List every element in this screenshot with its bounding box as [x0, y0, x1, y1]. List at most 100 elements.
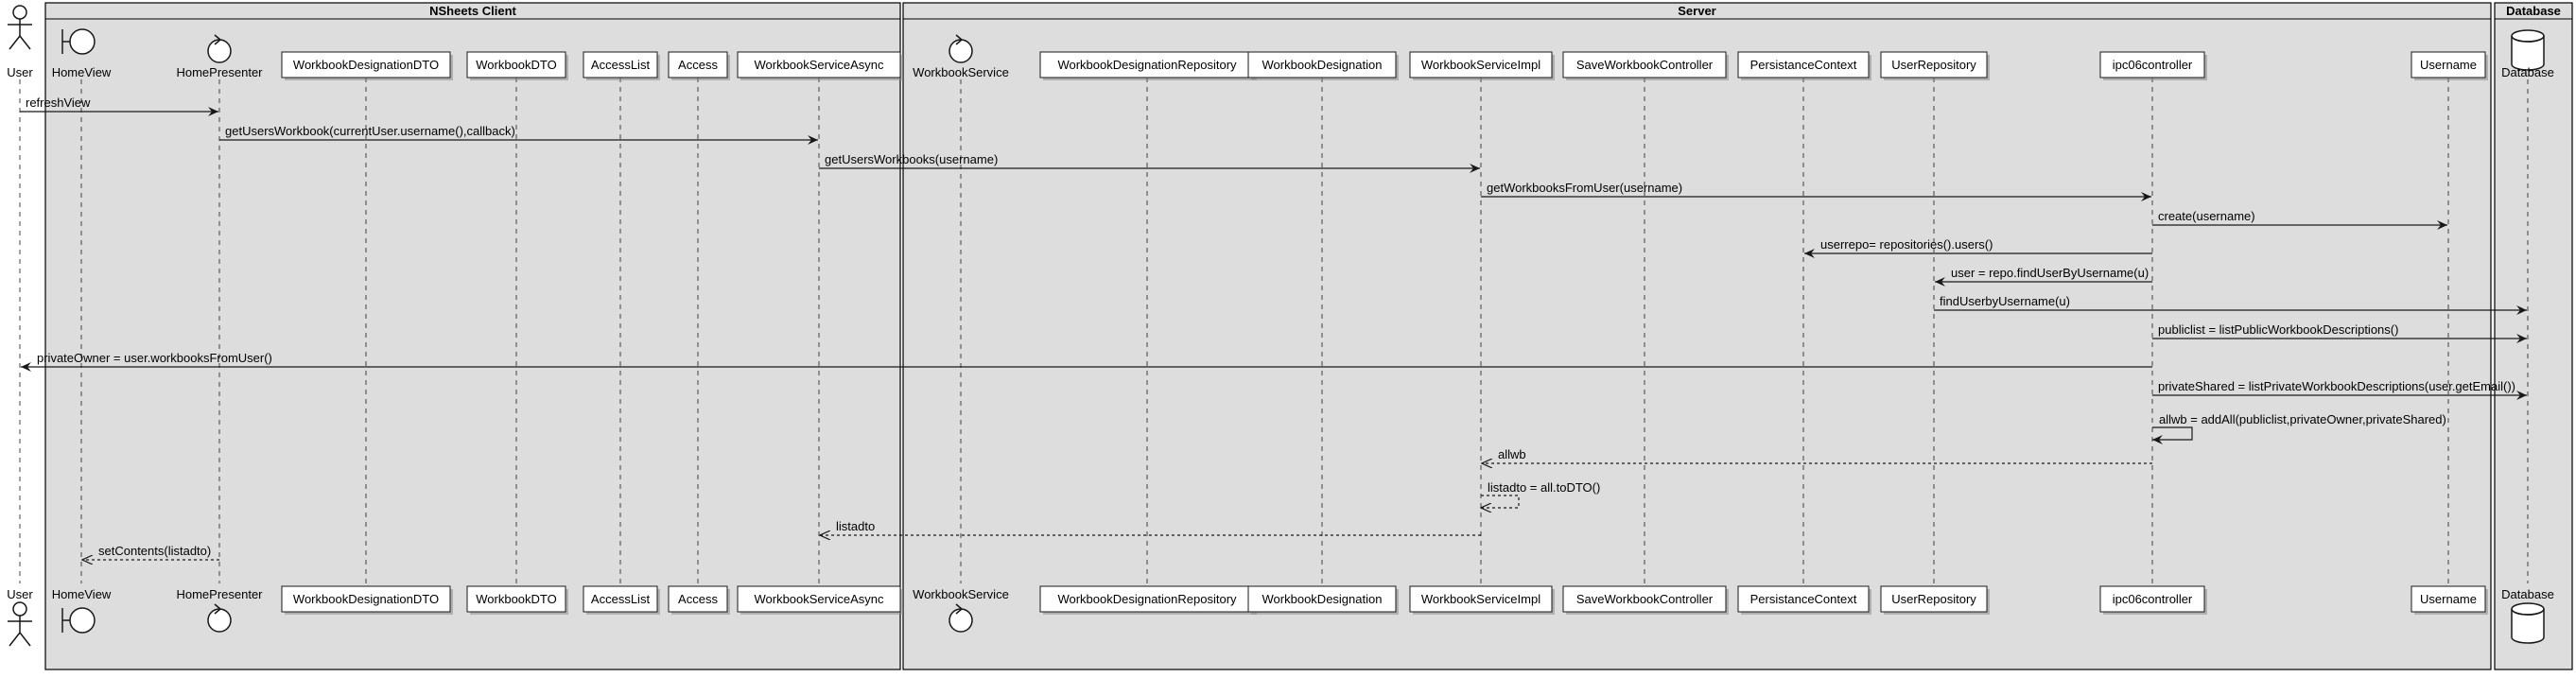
participant-user-bottom: User	[7, 587, 33, 647]
participant-label: AccessList	[591, 592, 651, 606]
message-5: create(username)	[2152, 209, 2447, 230]
participant-accesslist-bottom: AccessList	[583, 585, 660, 615]
participant-label: SaveWorkbookController	[1576, 592, 1714, 606]
participant-homepresenter-top: HomePresenter	[176, 34, 263, 79]
participant-wbdesigdto-top: WorkbookDesignationDTO	[281, 51, 453, 80]
message-8: findUserbyUsername(u)	[1934, 294, 2527, 315]
message-label: privateShared = listPrivateWorkbookDescr…	[2158, 379, 2515, 393]
participant-ipc06-bottom: ipc06controller	[2099, 585, 2207, 615]
message-label: getUsersWorkbook(currentUser.username(),…	[225, 124, 515, 138]
participant-label: WorkbookDTO	[476, 58, 557, 72]
message-label: refreshView	[26, 96, 91, 110]
participant-database-top: Database	[2501, 29, 2554, 79]
participant-label: WorkbookServiceImpl	[1421, 592, 1540, 606]
participant-label: WorkbookDesignationDTO	[293, 592, 439, 606]
participant-username-bottom: Username	[2411, 585, 2488, 615]
participant-label: WorkbookDesignationDTO	[293, 58, 439, 72]
message-label: getUsersWorkbooks(username)	[825, 152, 998, 166]
participant-label: ipc06controller	[2113, 58, 2193, 72]
message-label: allwb	[1498, 447, 1526, 461]
participant-label: WorkbookDesignation	[1262, 58, 1383, 72]
message-11: privateShared = listPrivateWorkbookDescr…	[2152, 379, 2527, 400]
participant-label: PersistanceContext	[1750, 592, 1857, 606]
message-7: user = repo.findUserByUsername(u)	[1935, 266, 2152, 287]
group-database: Database	[2494, 2, 2573, 670]
group-title: Database	[2506, 4, 2561, 18]
participant-userrepo-bottom: UserRepository	[1880, 585, 1990, 615]
message-label: findUserbyUsername(u)	[1940, 294, 2070, 308]
participant-accesslist-top: AccessList	[583, 51, 660, 80]
message-10: privateOwner = user.workbooksFromUser()	[21, 351, 2152, 372]
participant-label: WorkbookService	[913, 587, 1009, 601]
participant-persctx-bottom: PersistanceContext	[1737, 585, 1871, 615]
participant-wbdesigrepo-bottom: WorkbookDesignationRepository	[1039, 585, 1257, 615]
participant-label: WorkbookDesignation	[1262, 592, 1383, 606]
participant-label: HomePresenter	[176, 65, 263, 79]
participant-label: ipc06controller	[2113, 592, 2193, 606]
participant-wbdto-top: WorkbookDTO	[466, 51, 568, 80]
participant-homeview-top: HomeView	[52, 28, 112, 79]
participant-username-top: Username	[2411, 51, 2488, 80]
control-icon	[207, 603, 232, 633]
message-1: refreshView	[20, 96, 218, 116]
message-14: listadto = all.toDTO()	[1481, 480, 1600, 508]
database-icon	[2511, 602, 2545, 644]
participant-label: PersistanceContext	[1750, 58, 1857, 72]
participant-wbdto-bottom: WorkbookDTO	[466, 585, 568, 615]
participant-database-bottom: Database	[2501, 587, 2554, 644]
participant-label: Username	[2420, 592, 2477, 606]
message-12: allwb = addAll(publiclist,privateOwner,p…	[2152, 412, 2446, 444]
participant-homepresenter-bottom: HomePresenter	[176, 587, 263, 633]
participant-label: Access	[678, 58, 718, 72]
participant-savewbctrl-top: SaveWorkbookController	[1562, 51, 1729, 80]
actor-icon	[8, 5, 32, 50]
message-15: listadto	[820, 519, 1481, 535]
message-16: setContents(listadto)	[82, 544, 219, 560]
participant-label: Access	[678, 592, 718, 606]
message-label: create(username)	[2158, 209, 2255, 223]
participant-wbdesigdto-bottom: WorkbookDesignationDTO	[281, 585, 453, 615]
participant-label: Database	[2501, 65, 2554, 79]
participant-label: UserRepository	[1891, 592, 1976, 606]
participant-label: WorkbookService	[913, 65, 1009, 79]
participant-ipc06-top: ipc06controller	[2099, 51, 2207, 80]
participant-label: WorkbookServiceImpl	[1421, 58, 1540, 72]
participant-label: User	[7, 587, 33, 601]
participant-label: WorkbookDesignationRepository	[1057, 592, 1237, 606]
participant-label: HomePresenter	[176, 587, 263, 601]
control-icon	[207, 34, 232, 63]
participant-access-top: Access	[668, 51, 730, 80]
participant-access-bottom: Access	[668, 585, 730, 615]
participant-label: WorkbookDTO	[476, 592, 557, 606]
control-icon	[949, 34, 973, 63]
participant-label: WorkbookServiceAsync	[754, 592, 884, 606]
participant-label: SaveWorkbookController	[1576, 58, 1714, 72]
message-6: userrepo= repositories().users()	[1804, 237, 2152, 258]
message-label: allwb = addAll(publiclist,privateOwner,p…	[2159, 412, 2446, 426]
boundary-icon	[61, 28, 96, 55]
participant-wbdesig-top: WorkbookDesignation	[1247, 51, 1399, 80]
participant-wbsasync-top: WorkbookServiceAsync	[737, 51, 903, 80]
group-title: Server	[1678, 4, 1715, 18]
actor-icon	[8, 601, 32, 647]
participant-savewbctrl-bottom: SaveWorkbookController	[1562, 585, 1729, 615]
participant-wbdesig-bottom: WorkbookDesignation	[1247, 585, 1399, 615]
group-nsheets-client: NSheets Client	[44, 2, 901, 670]
message-label: listadto = all.toDTO()	[1488, 480, 1600, 495]
message-label: setContents(listadto)	[98, 544, 211, 558]
participant-wbsimpl-top: WorkbookServiceImpl	[1409, 51, 1555, 80]
message-label: user = repo.findUserByUsername(u)	[1951, 266, 2149, 280]
participant-label: UserRepository	[1891, 58, 1976, 72]
participant-homeview-bottom: HomeView	[52, 587, 112, 634]
participant-wbservice-bottom: WorkbookService	[913, 587, 1009, 633]
participant-wbdesigrepo-top: WorkbookDesignationRepository	[1039, 51, 1257, 80]
message-label: getWorkbooksFromUser(username)	[1487, 181, 1682, 195]
participant-user-top: User	[7, 5, 33, 79]
participant-wbsasync-bottom: WorkbookServiceAsync	[737, 585, 903, 615]
participant-label: AccessList	[591, 58, 651, 72]
control-icon	[949, 603, 973, 633]
message-9: publiclist = listPublicWorkbookDescripti…	[2152, 322, 2527, 343]
participant-wbservice-top: WorkbookService	[913, 34, 1009, 79]
participant-label: WorkbookServiceAsync	[754, 58, 884, 72]
